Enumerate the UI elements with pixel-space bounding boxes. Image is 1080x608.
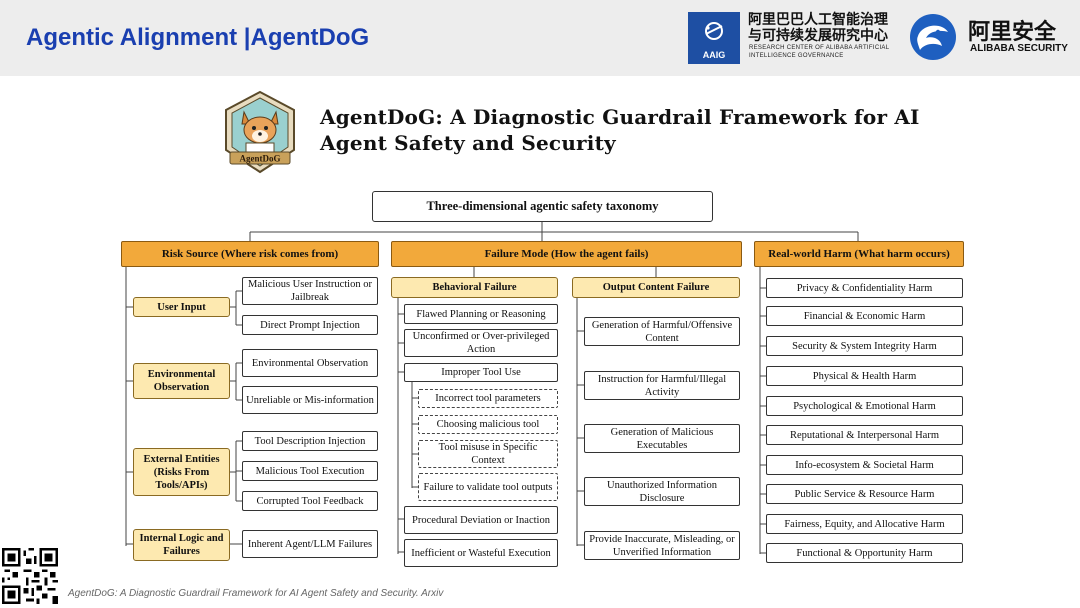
org-name-english: RESEARCH CENTER OF ALIBABA ARTIFICIAL IN… <box>749 45 890 59</box>
harm-item: Reputational & Interpersonal Harm <box>766 425 963 445</box>
output-item: Generation of Harmful/Offensive Content <box>584 317 740 346</box>
harm-item: Physical & Health Harm <box>766 366 963 386</box>
slide-header: Agentic Alignment |AgentDoG AAIG 阿里巴巴人工智… <box>0 0 1080 76</box>
agentdog-badge-icon: AgentDoG <box>225 90 295 174</box>
risk-item: Environmental Observation <box>242 349 378 377</box>
paper-title: AgentDoG: A Diagnostic Guardrail Framewo… <box>320 104 920 156</box>
risk-group-internal: Internal Logic and Failures <box>133 529 230 561</box>
risk-item: Inherent Agent/LLM Failures <box>242 530 378 558</box>
output-item: Generation of Malicious Executables <box>584 424 740 453</box>
harm-item: Info-ecosystem & Societal Harm <box>766 455 963 475</box>
harm-item: Security & System Integrity Harm <box>766 336 963 356</box>
output-failure-header: Output Content Failure <box>572 277 740 298</box>
harm-item: Privacy & Confidentiality Harm <box>766 278 963 298</box>
behavioral-failure-header: Behavioral Failure <box>391 277 558 298</box>
aaig-logo-text: AAIG <box>702 50 726 60</box>
alibaba-security-logo-icon <box>910 14 956 60</box>
risk-item: Malicious User Instruction or Jailbreak <box>242 277 378 305</box>
harm-item: Financial & Economic Harm <box>766 306 963 326</box>
aaig-logo: AAIG <box>688 12 740 64</box>
aaig-mark-icon <box>705 22 723 40</box>
output-item: Instruction for Harmful/Illegal Activity <box>584 371 740 400</box>
slide-title: Agentic Alignment |AgentDoG <box>26 24 370 51</box>
footer-citation: AgentDoG: A Diagnostic Guardrail Framewo… <box>68 588 444 599</box>
behavioral-item: Improper Tool Use <box>404 363 558 382</box>
paper-title-line1: AgentDoG: A Diagnostic Guardrail Framewo… <box>320 105 920 129</box>
behavioral-item: Unconfirmed or Over-privileged Action <box>404 329 558 357</box>
taxonomy-root: Three-dimensional agentic safety taxonom… <box>372 191 713 222</box>
behavioral-item: Procedural Deviation or Inaction <box>404 506 558 534</box>
risk-item: Malicious Tool Execution <box>242 461 378 481</box>
behavioral-item: Flawed Planning or Reasoning <box>404 304 558 324</box>
risk-group-environmental: Environmental Observation <box>133 363 230 399</box>
org-name-chinese: 阿里巴巴人工智能治理与可持续发展研究中心 <box>748 12 888 44</box>
qr-code-icon <box>2 548 58 604</box>
tool-use-sub-item: Incorrect tool parameters <box>418 389 558 408</box>
security-name-chinese: 阿里安全 <box>968 20 1057 45</box>
harm-header: Real-world Harm (What harm occurs) <box>754 241 964 267</box>
svg-text:AgentDoG: AgentDoG <box>240 154 281 164</box>
security-name-english: ALIBABA SECURITY <box>970 43 1068 54</box>
tool-use-sub-item: Tool misuse in Specific Context <box>418 440 558 468</box>
behavioral-item: Inefficient or Wasteful Execution <box>404 539 558 567</box>
output-item: Provide Inaccurate, Misleading, or Unver… <box>584 531 740 560</box>
risk-item: Tool Description Injection <box>242 431 378 451</box>
tool-use-sub-item: Failure to validate tool outputs <box>418 473 558 501</box>
tool-use-sub-item: Choosing malicious tool <box>418 415 558 434</box>
harm-item: Functional & Opportunity Harm <box>766 543 963 563</box>
harm-item: Public Service & Resource Harm <box>766 484 963 504</box>
risk-item: Corrupted Tool Feedback <box>242 491 378 511</box>
risk-item: Unreliable or Mis-information <box>242 386 378 414</box>
harm-item: Psychological & Emotional Harm <box>766 396 963 416</box>
paper-title-line2: Agent Safety and Security <box>320 131 616 155</box>
output-item: Unauthorized Information Disclosure <box>584 477 740 506</box>
risk-group-external: External Entities (Risks From Tools/APIs… <box>133 448 230 496</box>
risk-group-user-input: User Input <box>133 297 230 317</box>
risk-source-header: Risk Source (Where risk comes from) <box>121 241 379 267</box>
harm-item: Fairness, Equity, and Allocative Harm <box>766 514 963 534</box>
risk-item: Direct Prompt Injection <box>242 315 378 335</box>
failure-mode-header: Failure Mode (How the agent fails) <box>391 241 742 267</box>
